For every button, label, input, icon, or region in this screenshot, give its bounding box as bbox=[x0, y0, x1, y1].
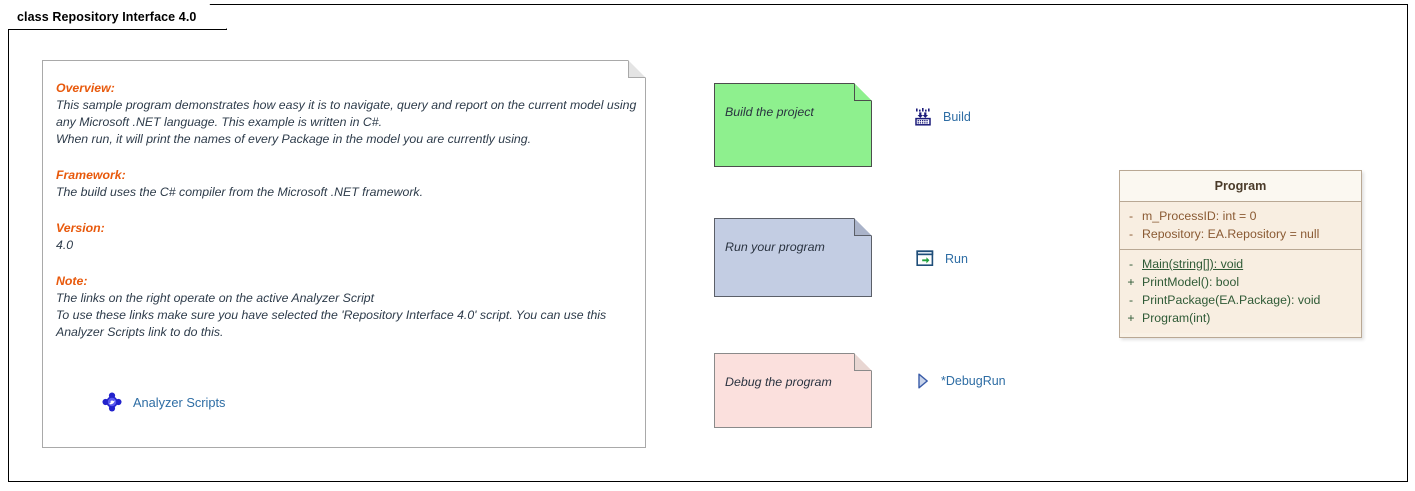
note-fold-corner-icon bbox=[854, 83, 872, 101]
operation-text: PrintModel(): bool bbox=[1142, 275, 1240, 289]
overview-note-body bbox=[42, 60, 646, 448]
note-line: The links on the right operate on the ac… bbox=[56, 291, 375, 305]
program-class-box[interactable]: Program - m_ProcessID: int = 0 - Reposit… bbox=[1119, 170, 1362, 338]
framework-heading: Framework: bbox=[56, 168, 126, 182]
debug-note: Debug the program bbox=[714, 353, 872, 428]
build-note-body bbox=[714, 83, 872, 167]
run-icon bbox=[916, 250, 934, 267]
visibility-marker: + bbox=[1127, 275, 1135, 289]
operation-text: Program(int) bbox=[1142, 311, 1211, 325]
visibility-marker: - bbox=[1128, 293, 1134, 307]
build-note-text: Build the project bbox=[725, 105, 814, 119]
class-operation-row: + Program(int) bbox=[1120, 309, 1361, 327]
note-heading: Note: bbox=[56, 274, 88, 288]
run-note-text: Run your program bbox=[725, 240, 825, 254]
build-link[interactable]: Build bbox=[914, 108, 971, 126]
analyzer-scripts-label: Analyzer Scripts bbox=[133, 394, 226, 410]
run-note-body bbox=[714, 218, 872, 297]
run-link-label: Run bbox=[945, 251, 968, 266]
visibility-marker: + bbox=[1127, 311, 1135, 325]
analyzer-scripts-icon bbox=[102, 392, 122, 412]
spacer bbox=[56, 201, 630, 220]
framework-line: The build uses the C# compiler from the … bbox=[56, 185, 423, 199]
build-icon bbox=[914, 108, 932, 126]
overview-line: When run, it will print the names of eve… bbox=[56, 132, 532, 146]
note-line: To use these links make sure you have se… bbox=[56, 308, 607, 322]
class-operations-compartment: - Main(string[]): void + PrintModel(): b… bbox=[1120, 250, 1361, 333]
overview-note: Overview: This sample program demonstrat… bbox=[42, 60, 646, 448]
run-note: Run your program bbox=[714, 218, 872, 297]
class-operation-row: + PrintModel(): bool bbox=[1120, 273, 1361, 291]
operation-text: PrintPackage(EA.Package): void bbox=[1142, 293, 1321, 307]
class-attribute-row: - Repository: EA.Repository = null bbox=[1120, 225, 1361, 243]
debug-run-link-label: *DebugRun bbox=[941, 374, 1006, 388]
overview-line: any Microsoft .NET language. This exampl… bbox=[56, 115, 382, 129]
overview-line: This sample program demonstrates how eas… bbox=[56, 98, 637, 112]
attribute-text: m_ProcessID: int = 0 bbox=[1142, 209, 1257, 223]
class-header: Program bbox=[1120, 171, 1361, 202]
note-fold-corner-icon bbox=[854, 218, 872, 236]
overview-note-content: Overview: This sample program demonstrat… bbox=[56, 80, 637, 341]
class-operation-row: - PrintPackage(EA.Package): void bbox=[1120, 291, 1361, 309]
class-operation-row: - Main(string[]): void bbox=[1120, 255, 1361, 273]
attribute-text: Repository: EA.Repository = null bbox=[1142, 227, 1320, 241]
operation-text: Main(string[]): void bbox=[1142, 257, 1244, 271]
note-fold-corner-icon bbox=[854, 353, 872, 371]
note-line: Analyzer Scripts link to do this. bbox=[56, 325, 224, 339]
diagram-title: class Repository Interface 4.0 bbox=[17, 9, 197, 24]
run-link[interactable]: Run bbox=[916, 250, 968, 267]
analyzer-scripts-link[interactable]: Analyzer Scripts bbox=[102, 392, 225, 412]
build-link-label: Build bbox=[943, 110, 971, 124]
visibility-marker: - bbox=[1128, 227, 1134, 241]
spacer bbox=[56, 254, 630, 273]
debug-note-text: Debug the program bbox=[725, 375, 832, 389]
class-attributes-compartment: - m_ProcessID: int = 0 - Repository: EA.… bbox=[1120, 202, 1361, 250]
version-heading: Version: bbox=[56, 221, 105, 235]
visibility-marker: - bbox=[1128, 257, 1134, 271]
diagram-frame-tab: class Repository Interface 4.0 bbox=[8, 4, 227, 30]
spacer bbox=[56, 148, 630, 167]
debug-run-link[interactable]: *DebugRun bbox=[916, 372, 1006, 390]
class-name: Program bbox=[1214, 179, 1267, 193]
visibility-marker: - bbox=[1128, 209, 1134, 223]
build-note: Build the project bbox=[714, 83, 872, 167]
debug-note-body bbox=[714, 353, 872, 428]
note-fold-corner-icon bbox=[628, 60, 646, 78]
overview-heading: Overview: bbox=[56, 81, 115, 95]
class-attribute-row: - m_ProcessID: int = 0 bbox=[1120, 207, 1361, 225]
debug-run-icon bbox=[916, 372, 930, 390]
version-line: 4.0 bbox=[56, 238, 74, 252]
